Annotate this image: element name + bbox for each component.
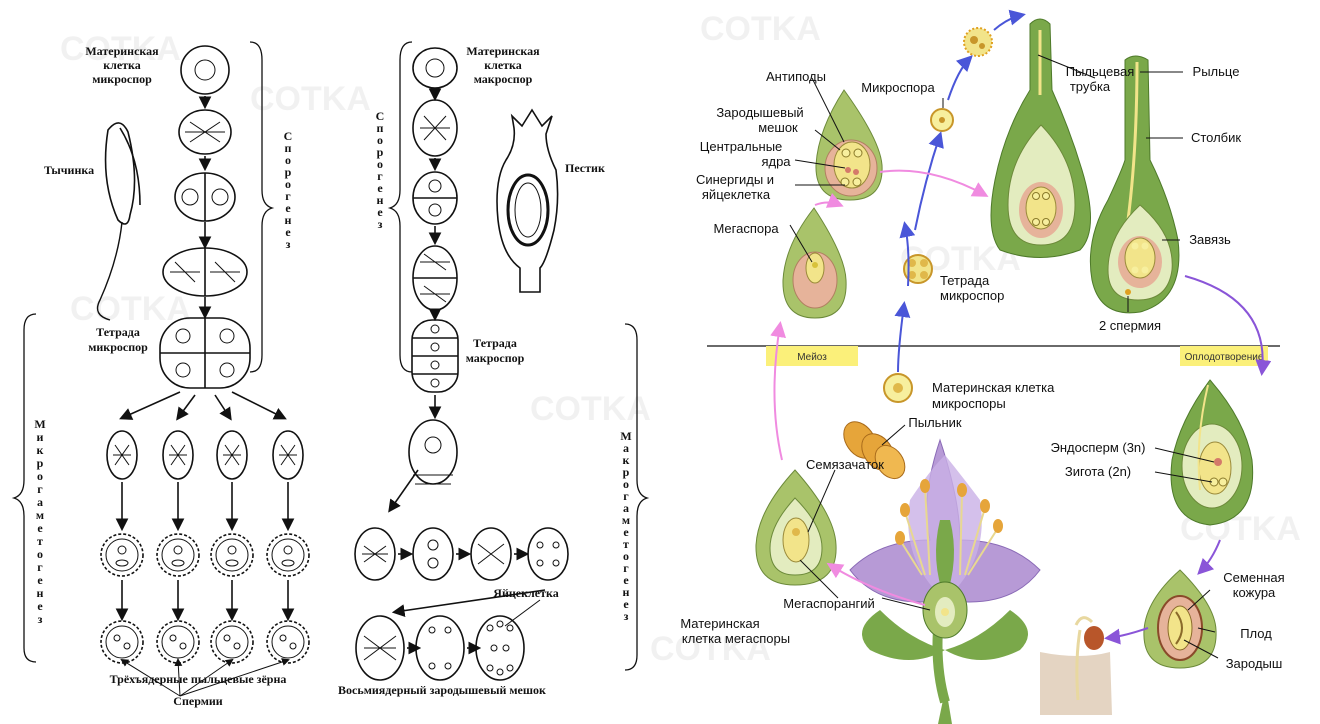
watermark: COTKA <box>70 290 191 328</box>
microgametogenesis-letter: о <box>37 547 43 561</box>
pollen-tube-label-1: Пыльцевая <box>1066 64 1135 79</box>
antipodes-label: Антиподы <box>766 69 826 84</box>
brackets <box>14 42 647 670</box>
macro-mother-label-1: Материнская <box>466 44 540 58</box>
stamen-label: Тычинка <box>44 163 94 177</box>
pistil-drawing <box>497 110 558 292</box>
micro-mother-cell <box>181 46 229 94</box>
microgametogenesis-letter: а <box>37 495 43 509</box>
microspore-mother-label-1: Материнская клетка <box>932 380 1055 395</box>
ovary-label: Завязь <box>1189 232 1231 247</box>
seed <box>1144 570 1216 668</box>
microgametogenesis-letter: М <box>34 417 45 431</box>
microgametogenesis-letter: е <box>37 521 43 535</box>
microgametogenesis-bracket <box>14 314 36 662</box>
synergids-label-1: Синергиды и <box>696 172 774 187</box>
trinucleate-pollen <box>211 621 253 663</box>
pistil-ovary <box>1090 56 1179 313</box>
binucleate-pollen <box>157 534 199 576</box>
flower <box>850 440 1040 724</box>
megaspore-mother-label-1: Материнская <box>680 616 759 631</box>
megaspore-ovule <box>783 208 846 318</box>
central-nuclei-label-1: Центральные <box>700 139 783 154</box>
tetrad-label-1: Тетрада <box>940 273 990 288</box>
style-label: Столбик <box>1191 130 1241 145</box>
binucleate-pollen <box>211 534 253 576</box>
microgametogenesis-letter: е <box>37 599 43 613</box>
fertilized-ovule <box>1171 380 1253 525</box>
megaspore-label: Мегаспора <box>713 221 779 236</box>
microspore-label: Микроспора <box>861 80 935 95</box>
trinucleate-pollen <box>157 621 199 663</box>
macro-mother-label-2: клетка <box>484 58 522 72</box>
binucleate-pollen <box>267 534 309 576</box>
watermarks: COTKA COTKA COTKA COTKA COTKA COTKA COTK… <box>60 10 1301 668</box>
microgametogenesis-letter: н <box>37 586 44 600</box>
fruit-label: Плод <box>1240 626 1272 641</box>
meiosis-label: Мейоз <box>797 352 827 363</box>
central-nuclei-label-2: ядра <box>761 154 791 169</box>
tetrad-label-2: микроспор <box>940 288 1004 303</box>
microgametogenesis-letter: г <box>37 482 43 496</box>
micro-tetrad-label-2: микроспор <box>88 340 148 354</box>
stigma-label: Рыльце <box>1193 64 1240 79</box>
microgametogenesis-letter: е <box>37 573 43 587</box>
microgametogenesis-letter: о <box>37 469 43 483</box>
seedling <box>1040 618 1112 715</box>
macro-mother-cell <box>413 48 457 88</box>
sperms-label: Спермии <box>173 694 222 708</box>
watermark: COTKA <box>700 10 821 48</box>
macro-sporogenesis-letter: з <box>378 217 383 231</box>
seed-coat-label-2: кожура <box>1233 585 1276 600</box>
microgametogenesis-letter: т <box>37 534 43 548</box>
microgametogenesis-letter: м <box>36 508 44 522</box>
ovule-label: Семязачаток <box>806 457 884 472</box>
endosperm-label: Эндосперм (3n) <box>1050 440 1145 455</box>
micro-mother-label-2: клетка <box>103 58 141 72</box>
microgametogenesis-letter: з <box>38 612 43 626</box>
macro-tetrad-label-2: макроспор <box>466 351 525 365</box>
megasporangium-label: Мегаспорангий <box>783 596 875 611</box>
fertilization-label: Оплодотворение <box>1185 352 1264 363</box>
watermark: COTKA <box>250 80 371 118</box>
binucleate-pollen <box>101 534 143 576</box>
watermark: COTKA <box>530 390 651 428</box>
anther-label: Пыльник <box>908 415 961 430</box>
microgametogenesis-letter: г <box>37 560 43 574</box>
pollen-tube-label-2: трубка <box>1070 79 1111 94</box>
micro-mother-label-3: микроспор <box>92 72 152 86</box>
trinucleate-pollen <box>101 621 143 663</box>
macro-sporogenesis-bracket <box>390 42 412 372</box>
macro-mother-label-3: макроспор <box>474 72 533 86</box>
trinucleate-pollen <box>267 621 309 663</box>
two-sperms-label: 2 спермия <box>1099 318 1161 333</box>
micro-rows <box>101 431 309 696</box>
macrogametogenesis-letter: з <box>624 609 629 623</box>
macro-tetrad-label-1: Тетрада <box>473 336 517 350</box>
embryo-label: Зародыш <box>1226 656 1283 671</box>
embryo-sac-label: Восьмиядерный зародышевый мешок <box>338 683 546 697</box>
seed-coat-label-1: Семенная <box>1223 570 1284 585</box>
micro-mother-label-1: Материнская <box>85 44 159 58</box>
embryo-sac-label-2: мешок <box>758 120 798 135</box>
microgametogenesis-letter: и <box>37 430 44 444</box>
embryo-sac-label-1: Зародышевый <box>716 105 803 120</box>
anther <box>837 416 911 485</box>
synergids-label-2: яйцеклетка <box>702 187 771 202</box>
micro-sporogenesis-letter: з <box>286 237 291 251</box>
pollen-grains-label: Трёхъядерные пыльцевые зёрна <box>110 672 287 686</box>
zygote-label: Зигота (2n) <box>1065 464 1131 479</box>
pistil-with-pollen-tube <box>991 19 1091 258</box>
megaspore-mother-label-2: клетка мегаспоры <box>682 631 790 646</box>
young-ovule <box>756 470 836 585</box>
pistil-label: Пестик <box>565 161 605 175</box>
micro-tetrad-label-1: Тетрада <box>96 325 140 339</box>
microgametogenesis-letter: р <box>37 456 44 470</box>
microspore-mother-label-2: микроспоры <box>932 396 1006 411</box>
microgametogenesis-letter: к <box>37 443 44 457</box>
